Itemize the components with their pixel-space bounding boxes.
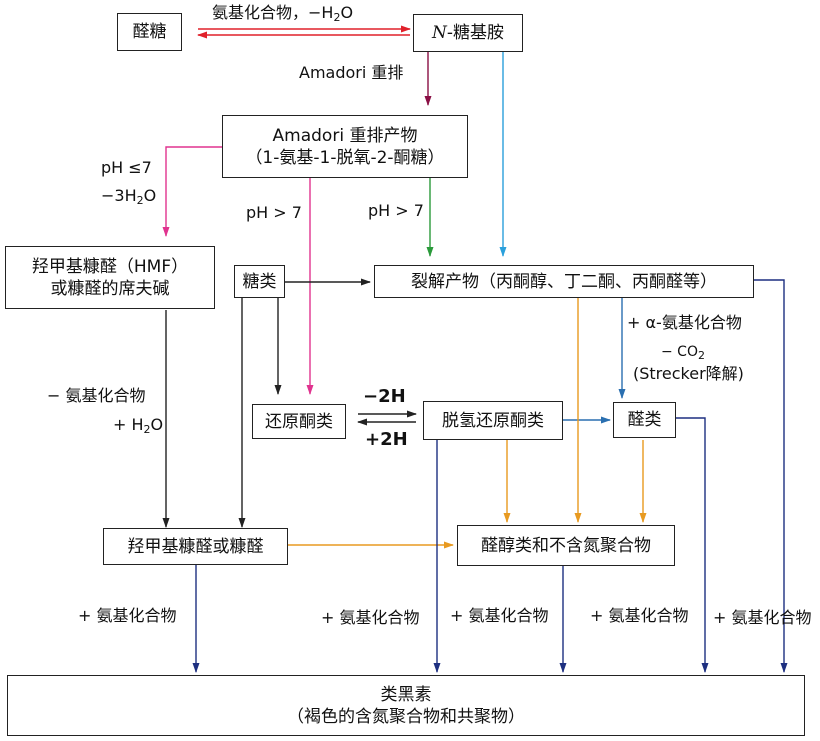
label-plus-h2o-sub: 2	[143, 423, 151, 436]
arrow-fission-to-melanoidins	[754, 279, 788, 673]
node-hmf-schiff-base-line2: 或糠醛的席夫碱	[50, 278, 170, 299]
node-amadori-product-line1: Amadori 重排产物	[272, 125, 418, 146]
label-minus-co2: − CO2	[661, 342, 705, 362]
node-aldehydes: 醛类	[613, 402, 676, 438]
label-minus-3h2o-sub: 2	[136, 194, 144, 207]
node-melanoidins: 类黑素 （褐色的含氮聚合物和共聚物）	[7, 675, 805, 736]
label-ph-gt7-left: pH > 7	[246, 203, 302, 222]
label-minus-h2o-sub: 2	[333, 11, 341, 24]
label-minus-amine: − 氨基化合物	[47, 386, 146, 405]
label-ph-le7: pH ≤7	[101, 158, 152, 177]
node-melanoidins-line1: 类黑素	[380, 684, 432, 705]
label-minus-co2-sub: 2	[697, 349, 705, 362]
label-plus-amine-5: + 氨基化合物	[713, 608, 812, 627]
label-amadori-rearrangement: Amadori 重排	[299, 63, 404, 82]
node-dehydroreductones: 脱氢还原酮类	[423, 401, 563, 440]
label-strecker: (Strecker降解)	[633, 364, 744, 383]
label-minus-co2-sign: − CO	[661, 344, 698, 360]
node-amadori-product: Amadori 重排产物 （1-氨基-1-脱氧-2-酮糖）	[222, 115, 468, 178]
node-reductones-label: 还原酮类	[265, 411, 333, 432]
node-glycosylamine-n: N	[431, 23, 447, 43]
label-plus-amine-2: + 氨基化合物	[321, 608, 420, 627]
node-dehydroreductones-label: 脱氢还原酮类	[442, 410, 544, 431]
node-glycosylamine-label: -糖基胺	[446, 23, 504, 43]
label-minus-3h2o: −3H2O	[101, 186, 156, 206]
label-minus-3h2o-end: O	[143, 186, 157, 205]
label-plus-h2o: + H2O	[113, 415, 163, 435]
label-ph-gt7-right: pH > 7	[368, 201, 424, 220]
label-plus-amine-4: + 氨基化合物	[590, 606, 689, 625]
label-minus-2h: −2H	[363, 386, 406, 407]
label-plus-amine-3: + 氨基化合物	[450, 606, 549, 625]
node-fission-products-label: 裂解产物（丙酮醇、丁二酮、丙酮醛等）	[411, 271, 717, 292]
node-hmf-schiff-base: 羟甲基糠醛（HMF） 或糠醛的席夫碱	[5, 246, 215, 309]
node-hmf-furfural-label: 羟甲基糠醛或糠醛	[127, 536, 264, 557]
node-aldols-polymers: 醛醇类和不含氮聚合物	[457, 525, 675, 566]
label-alpha-amino: + α-氨基化合物	[627, 313, 742, 332]
node-hmf-furfural: 羟甲基糠醛或糠醛	[103, 528, 288, 565]
label-amine-compound: 氨基化合物，	[212, 3, 309, 22]
node-reductones: 还原酮类	[252, 404, 346, 439]
node-hmf-schiff-base-line1: 羟甲基糠醛（HMF）	[31, 256, 189, 277]
arrow-amadori-to-hmf-schiff	[162, 146, 222, 237]
label-minus-h2o-sign: −H	[308, 3, 334, 22]
node-fission-products: 裂解产物（丙酮醇、丁二酮、丙酮醛等）	[374, 265, 754, 298]
node-sugars: 糖类	[234, 265, 285, 298]
label-plus-h2o-end: O	[150, 415, 164, 434]
label-minus-3h2o-sign: −3H	[101, 186, 137, 205]
node-aldose-label: 醛糖	[132, 22, 167, 42]
node-aldose: 醛糖	[117, 13, 182, 51]
node-sugars-label: 糖类	[242, 271, 277, 292]
label-plus-2h: +2H	[365, 429, 408, 450]
label-plus-h2o-sign: + H	[113, 415, 144, 434]
label-minus-h2o-end: O	[340, 3, 354, 22]
node-amadori-product-line2: （1-氨基-1-脱氧-2-酮糖）	[245, 147, 445, 168]
node-aldols-polymers-label: 醛醇类和不含氮聚合物	[481, 535, 651, 556]
arrow-aldehydes-to-melanoidins	[676, 417, 709, 673]
node-aldehydes-label: 醛类	[627, 410, 662, 430]
label-amine-minus-water: 氨基化合物，−H2O	[212, 3, 353, 23]
label-plus-amine-1: + 氨基化合物	[78, 606, 177, 625]
node-glycosylamine: N-糖基胺	[413, 14, 523, 52]
node-melanoidins-line2: （褐色的含氮聚合物和共聚物）	[287, 706, 525, 727]
